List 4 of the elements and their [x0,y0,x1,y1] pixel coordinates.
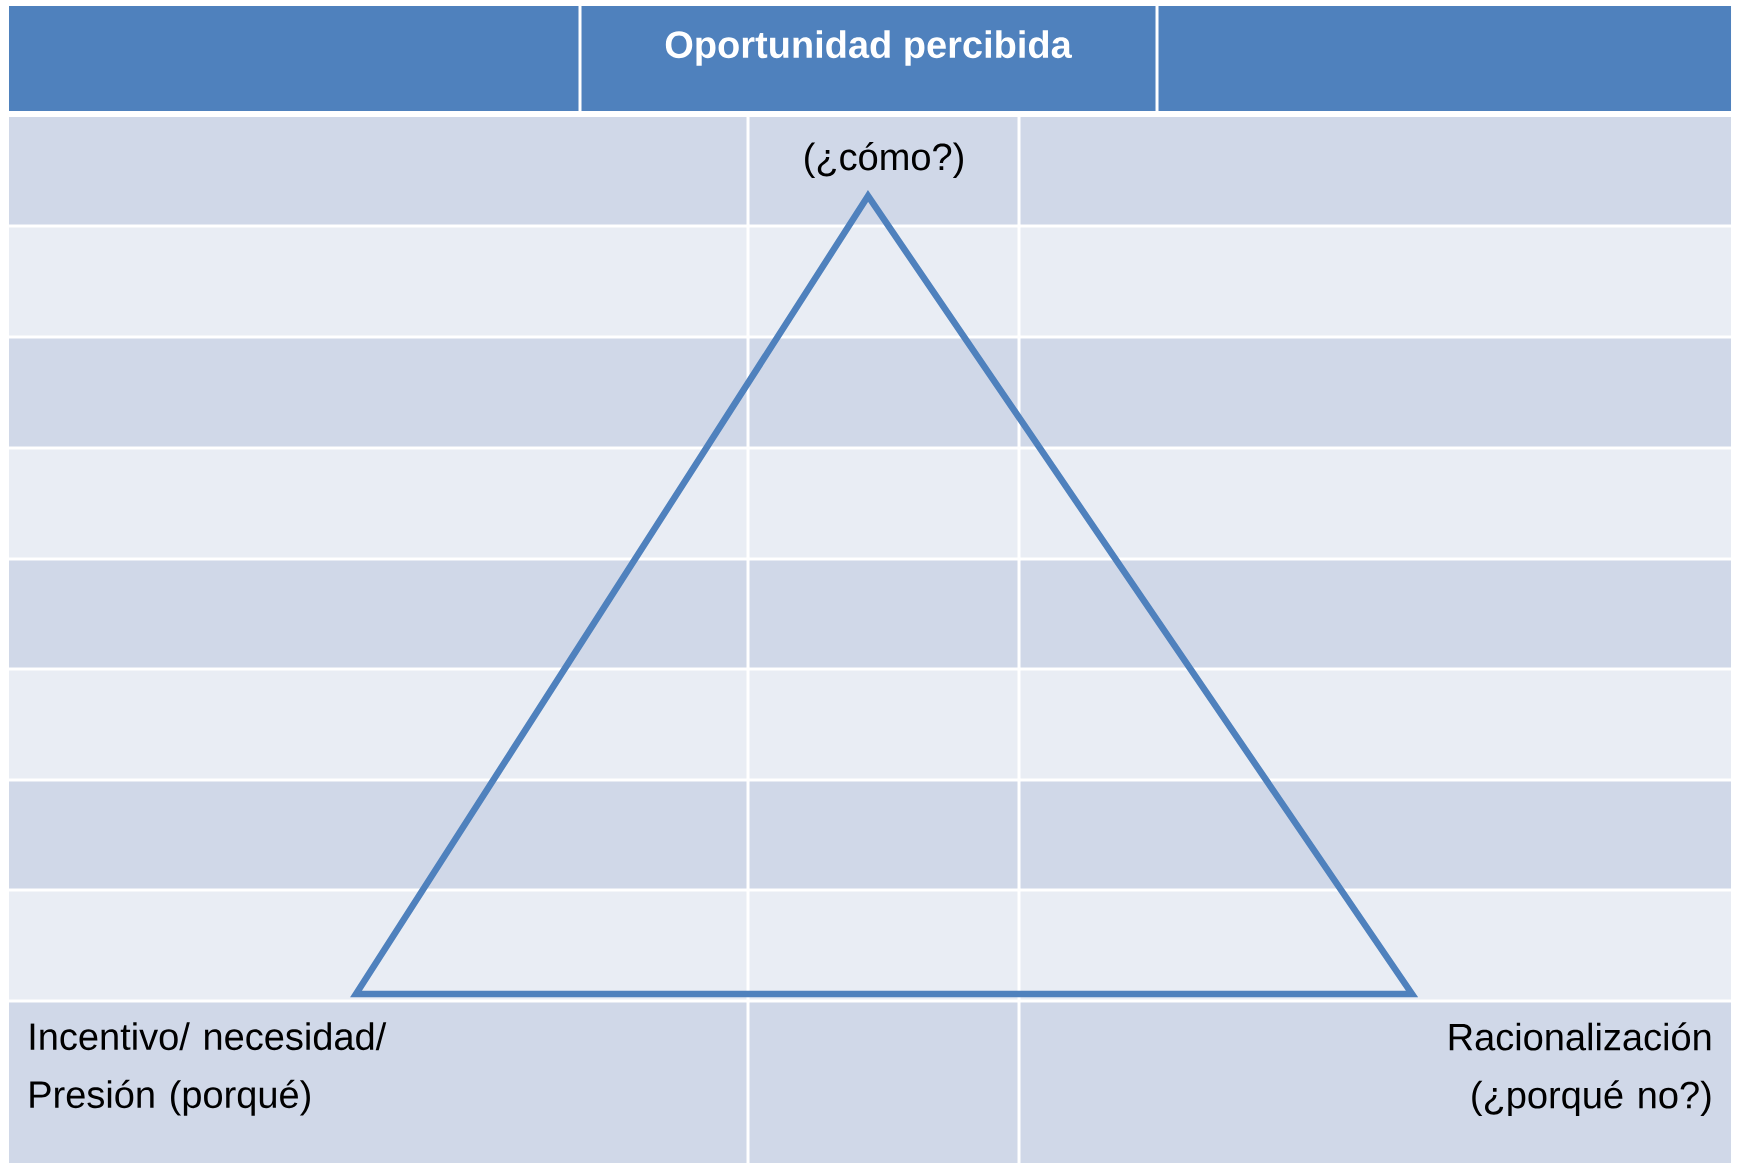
table-cell: Incentivo/ necesidad/ Presión (porqué) [9,1002,747,1163]
table-cell: Racionalización (¿porqué no?) [1020,1002,1731,1163]
header-cell: Oportunidad percibida [581,6,1156,111]
table-cell: (¿cómo?) [749,117,1018,225]
